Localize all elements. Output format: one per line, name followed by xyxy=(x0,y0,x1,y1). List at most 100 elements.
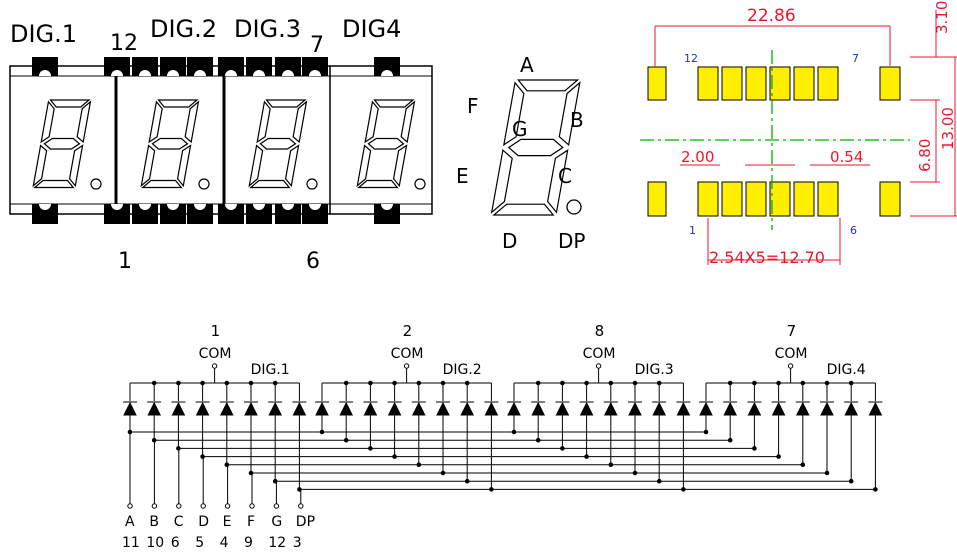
pin-tab xyxy=(246,57,272,76)
segment-label-dp: DP xyxy=(558,229,585,253)
segment-outline xyxy=(248,144,264,188)
pin-notch xyxy=(111,204,123,210)
diode xyxy=(603,401,618,416)
diode xyxy=(747,401,762,416)
schematic xyxy=(123,363,883,509)
pad xyxy=(721,66,743,101)
segment-label-e: E xyxy=(456,164,469,188)
segment-pin-number: 5 xyxy=(195,535,204,551)
diode xyxy=(531,401,546,416)
diode xyxy=(123,401,137,416)
pad xyxy=(769,181,791,217)
digit-label: DIG.1 xyxy=(10,20,77,48)
pin-tab xyxy=(218,204,244,224)
diode xyxy=(244,401,258,416)
segment-outline xyxy=(284,144,300,188)
pad xyxy=(817,181,839,217)
pin-number-top-left: 12 xyxy=(110,31,138,56)
com-terminal xyxy=(787,363,794,369)
pin-tab xyxy=(32,57,58,76)
pad xyxy=(879,66,901,101)
segment-outline xyxy=(148,100,163,144)
segment-outline xyxy=(292,100,308,144)
pin-notch xyxy=(39,204,51,210)
pin-notch xyxy=(194,70,206,76)
segment-outline xyxy=(256,100,271,144)
diode xyxy=(820,401,834,416)
pin-tab xyxy=(132,204,158,224)
diode xyxy=(652,401,667,416)
pin-notch xyxy=(139,70,151,76)
com-label: COM xyxy=(199,346,232,362)
pin-number-bottom-left: 1 xyxy=(118,249,132,274)
segment-name: C xyxy=(174,514,184,530)
segment-name: D xyxy=(198,514,209,530)
segment-pin-number: 11 xyxy=(122,535,140,551)
segment-pin-number: 10 xyxy=(146,535,164,551)
pin-number-bottom-right: 6 xyxy=(306,249,320,274)
fp-pin-bottom-left: 1 xyxy=(689,224,696,237)
pin-notch xyxy=(225,204,237,210)
diode xyxy=(723,401,738,416)
fp-pin-top-right: 7 xyxy=(852,52,859,65)
segment-outline xyxy=(43,137,81,150)
pin-tab xyxy=(104,57,130,76)
diode xyxy=(411,401,426,416)
schematic-labels: 1COMDIG.12COMDIG.28COMDIG.37COMDIG.4A11B… xyxy=(122,322,866,551)
dim-width: 22.86 xyxy=(747,6,796,26)
segment-outline xyxy=(546,148,569,214)
diode xyxy=(555,401,570,416)
pin-notch xyxy=(139,204,151,210)
pad xyxy=(647,66,667,101)
diode xyxy=(147,401,162,416)
segment-outline xyxy=(367,137,405,150)
diode xyxy=(868,401,883,416)
segment-pin-number: 3 xyxy=(293,535,302,551)
segment-label-b: B xyxy=(570,108,584,132)
segment-outline xyxy=(140,144,156,188)
diode xyxy=(436,401,450,416)
segment-outline xyxy=(516,79,580,92)
diode xyxy=(844,401,859,416)
diode xyxy=(484,401,499,416)
diode xyxy=(771,401,786,416)
segment-pin-number: 6 xyxy=(171,535,180,551)
pad xyxy=(745,181,767,217)
segment-outline xyxy=(40,100,55,144)
pin-notch xyxy=(111,70,123,76)
com-label: COM xyxy=(391,346,424,362)
segment-terminal xyxy=(298,503,304,509)
digit-label: DIG.3 xyxy=(234,15,301,43)
digit-label: DIG4 xyxy=(342,15,401,43)
decimal-point xyxy=(198,178,210,190)
segment-label-g: G xyxy=(512,117,528,141)
pcb-footprint xyxy=(640,10,957,265)
pin-notch xyxy=(194,204,206,210)
diode xyxy=(460,401,475,416)
diode xyxy=(628,401,642,416)
digit-label: DIG.2 xyxy=(150,15,217,43)
segment-outline xyxy=(151,137,189,150)
pad xyxy=(697,66,719,101)
segment-name: A xyxy=(125,514,135,530)
dim-gap: 0.54 xyxy=(830,148,863,166)
segment-outline xyxy=(33,179,75,189)
segment-terminal xyxy=(200,503,206,509)
diode xyxy=(676,401,691,416)
segment-name: E xyxy=(223,514,232,530)
diode xyxy=(579,401,594,416)
pin-tab xyxy=(302,204,328,224)
segment-outline xyxy=(392,144,408,188)
decimal-point xyxy=(566,199,582,215)
segment-terminal xyxy=(151,503,158,509)
diode xyxy=(292,401,307,416)
pin-tab xyxy=(104,204,130,224)
dig-label: DIG.2 xyxy=(443,362,482,378)
decimal-point xyxy=(306,178,318,190)
pin-tab xyxy=(374,57,400,76)
segment-outline xyxy=(32,144,48,188)
com-pin-number: 8 xyxy=(595,322,605,340)
segment-outline xyxy=(492,203,555,216)
segment-outline xyxy=(141,179,183,189)
